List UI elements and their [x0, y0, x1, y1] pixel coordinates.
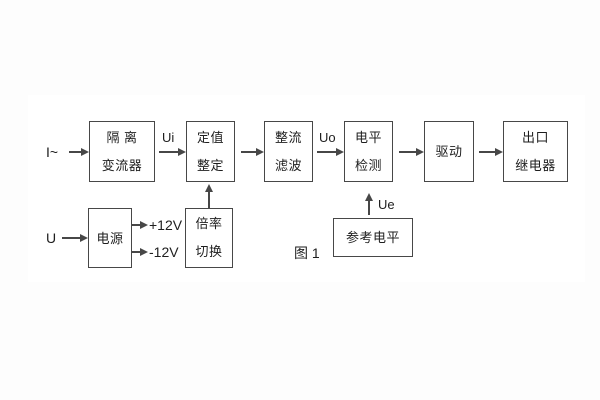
- arrow-ui-to-setting: [159, 147, 186, 157]
- block-label: 参考电平: [345, 230, 400, 245]
- block-output-relay: 出口 继电器: [503, 121, 568, 182]
- block-ratio-switch: 倍率 切换: [185, 208, 233, 268]
- block-setting-adjust: 定值 整定: [186, 121, 235, 182]
- arrow-input-voltage-to-power: [62, 233, 88, 243]
- arrow-power-minus12: [132, 247, 148, 257]
- block-level-detect: 电平 检测: [344, 121, 393, 182]
- block-label: 切换: [195, 244, 223, 259]
- block-isolation-transformer: 隔 离 变流器: [89, 121, 155, 182]
- arrow-uo-to-level-detect: [317, 147, 344, 157]
- label-ue: Ue: [378, 197, 395, 212]
- block-label: 倍率: [195, 216, 223, 231]
- arrow-setting-to-rectify: [241, 147, 264, 157]
- arrow-up-head: [365, 193, 373, 201]
- arrow-shaft: [317, 151, 337, 153]
- arrow-right-head: [178, 148, 186, 156]
- arrow-ratio-switch-to-setting: [204, 184, 214, 208]
- block-label: 整流: [274, 129, 302, 145]
- arrow-right-head: [140, 221, 148, 229]
- arrow-right-head: [140, 248, 148, 256]
- arrow-shaft: [132, 251, 141, 253]
- block-label: 滤波: [274, 157, 302, 173]
- arrow-shaft: [368, 200, 370, 215]
- arrow-shaft: [132, 224, 141, 226]
- label-uo: Uo: [319, 130, 336, 145]
- arrow-right-head: [81, 148, 89, 156]
- block-label: 隔 离: [106, 129, 138, 145]
- block-drive: 驱动: [424, 121, 474, 182]
- block-rectify-filter: 整流 滤波: [264, 121, 313, 182]
- figure-caption: 图 1: [294, 245, 320, 261]
- block-label: 检测: [354, 157, 382, 173]
- label-input-current: I~: [46, 144, 59, 160]
- arrow-right-head: [256, 148, 264, 156]
- block-label: 继电器: [515, 157, 556, 173]
- arrow-shaft: [399, 151, 417, 153]
- label-ui: Ui: [162, 130, 175, 145]
- arrow-level-detect-to-drive: [399, 147, 424, 157]
- label-rail-negative: -12V: [149, 244, 179, 260]
- arrow-shaft: [62, 237, 81, 239]
- label-input-voltage: U: [46, 230, 57, 246]
- block-reference-level: 参考电平: [333, 218, 413, 257]
- arrow-shaft: [208, 191, 210, 208]
- arrow-up-head: [205, 184, 213, 192]
- arrow-right-head: [416, 148, 424, 156]
- block-label: 整定: [196, 157, 224, 173]
- block-label: 电平: [354, 129, 382, 145]
- arrow-shaft: [69, 151, 82, 153]
- block-label: 变流器: [101, 157, 143, 173]
- arrow-shaft: [241, 151, 257, 153]
- arrow-drive-to-output-relay: [479, 147, 503, 157]
- arrow-shaft: [479, 151, 496, 153]
- arrow-ue-to-level-detect: [364, 193, 374, 215]
- arrow-right-head: [495, 148, 503, 156]
- label-rail-positive: +12V: [149, 217, 183, 233]
- block-label: 驱动: [435, 144, 463, 159]
- arrow-power-plus12: [132, 220, 148, 230]
- block-label: 定值: [196, 129, 224, 145]
- arrow-right-head: [336, 148, 344, 156]
- block-label: 出口: [521, 129, 549, 145]
- arrow-shaft: [159, 151, 179, 153]
- block-power-supply: 电源: [88, 208, 132, 268]
- arrow-input-current-to-isolation: [69, 147, 89, 157]
- arrow-right-head: [80, 234, 88, 242]
- block-label: 电源: [96, 230, 124, 246]
